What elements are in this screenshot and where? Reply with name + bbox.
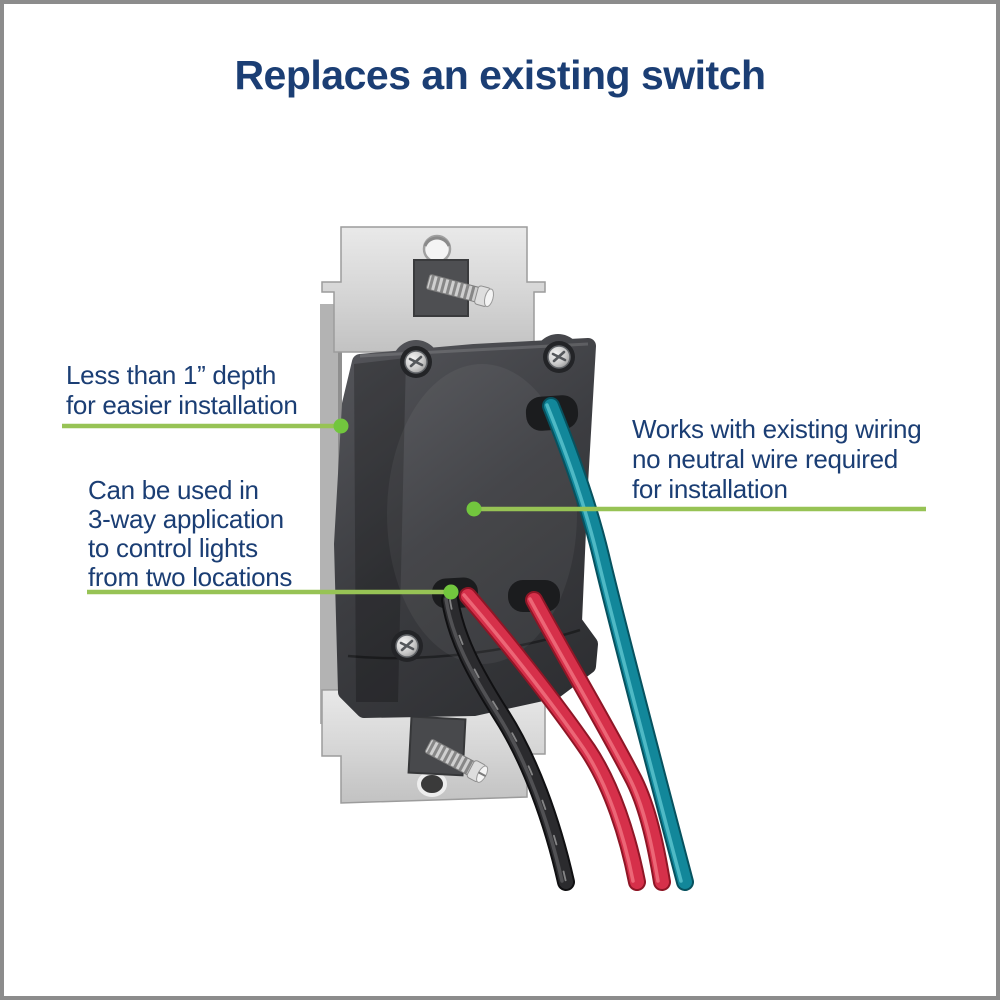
- strap-screw-hole-bottom: [417, 771, 447, 797]
- callout-existing-wiring: Works with existing wiring no neutral wi…: [632, 414, 922, 504]
- corner-screw-top-left: [398, 344, 434, 380]
- callout-dot-depth: [333, 418, 349, 434]
- page-title: Replaces an existing switch: [234, 52, 766, 98]
- callout-depth-line-2: for easier installation: [66, 390, 298, 420]
- callout-three-way: Can be used in 3-way application to cont…: [88, 476, 292, 592]
- callout-three-way-line-1: Can be used in: [88, 475, 259, 505]
- corner-screw-top-right: [541, 339, 577, 375]
- callout-dot-three-way: [443, 584, 459, 600]
- callout-wiring-line-2: no neutral wire required: [632, 444, 898, 474]
- callout-three-way-line-3: to control lights: [88, 533, 258, 563]
- corner-screw-bottom-left: [389, 628, 425, 664]
- callout-wiring-line-3: for installation: [632, 474, 788, 504]
- callout-depth-line-1: Less than 1” depth: [66, 360, 276, 390]
- callout-depth: Less than 1” depth for easier installati…: [66, 360, 298, 420]
- callout-dot-wiring: [466, 501, 482, 517]
- mounting-screw-top: [426, 274, 494, 308]
- callout-three-way-line-2: 3-way application: [88, 504, 284, 534]
- mounting-screw-bottom: [424, 739, 489, 783]
- product-illustration: [62, 226, 926, 996]
- callout-connectors: [62, 418, 926, 600]
- callout-three-way-line-4: from two locations: [88, 562, 293, 592]
- callout-wiring-line-1: Works with existing wiring: [632, 414, 922, 444]
